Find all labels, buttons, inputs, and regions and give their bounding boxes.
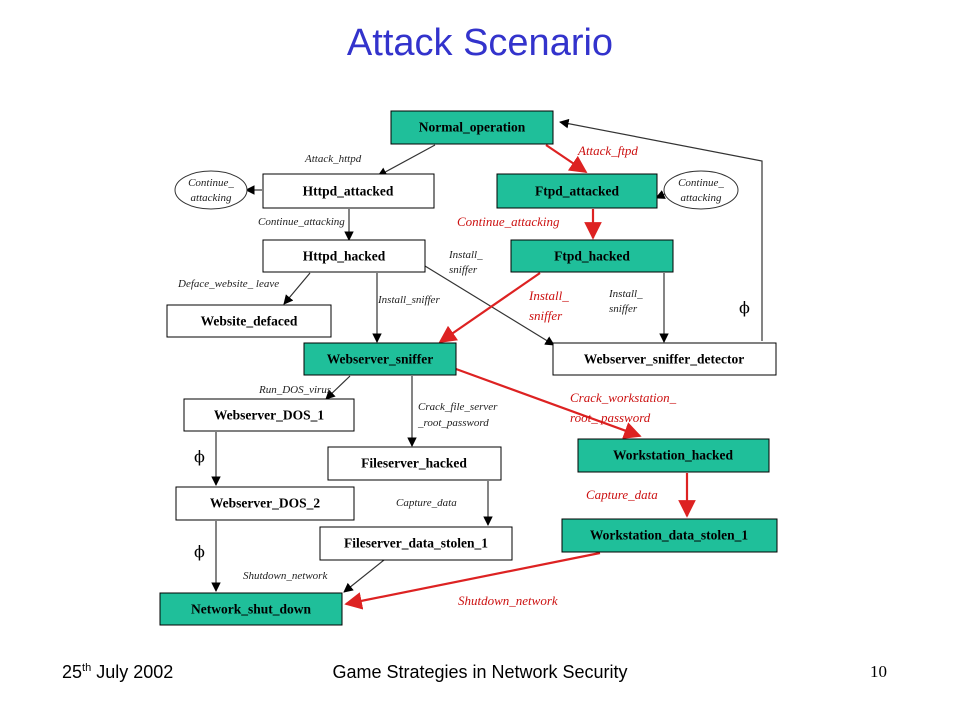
edge-attack-ftpd (545, 144, 588, 173)
node-webserver-dos-2: Webserver_DOS_2 (175, 486, 355, 521)
footer-date-day: 25 (62, 662, 83, 682)
label-deface-website: Deface_website_ leave (177, 278, 279, 290)
node-label: Httpd_hacked (303, 249, 386, 264)
continue-left-l1: Continue_ (188, 177, 234, 189)
label-continue-attacking-ftpd: Continue_attacking (457, 214, 560, 229)
node-label: Ftpd_hacked (554, 249, 630, 264)
edge-install-sniffer-red (438, 272, 541, 343)
node-workstation-data-stolen-1: Workstation_data_stolen_1 (561, 518, 778, 553)
node-label: Workstation_data_stolen_1 (590, 528, 749, 543)
footer-date: 25th July 2002 (62, 662, 173, 683)
continue-attacking-right: Continue_ attacking (663, 170, 739, 210)
edge-run-dos-virus (325, 375, 351, 400)
slide-title: Attack Scenario (346, 22, 614, 64)
edge-shutdown-black (343, 559, 385, 593)
node-network-shut-down: Network_shut_down (159, 592, 343, 626)
label-shutdown-network-red: Shutdown_network (458, 593, 558, 608)
label-install-sniffer-a: Install_ sniffer (448, 249, 485, 276)
label-install-sniffer-red: Install_ sniffer (528, 288, 572, 323)
edge-deface (283, 272, 311, 305)
label-continue-attacking-httpd: Continue_attacking (258, 216, 345, 228)
normal-edges (211, 118, 763, 593)
svg-text:attacking: attacking (191, 192, 232, 204)
node-fileserver-hacked: Fileserver_hacked (327, 446, 502, 481)
node-ftpd-attacked: Ftpd_attacked (496, 173, 658, 209)
footer-page-number: 10 (870, 662, 887, 681)
label-capture-data-ws: Capture_data (586, 487, 658, 502)
footer-date-rest: July 2002 (91, 662, 174, 682)
label-shutdown-network-black: Shutdown_network (243, 570, 328, 582)
node-workstation-hacked: Workstation_hacked (577, 438, 770, 473)
label-install-sniffer-b: Install_ sniffer (608, 288, 645, 315)
node-label: Network_shut_down (191, 602, 312, 617)
edge-phi-feedback (559, 118, 763, 341)
node-label: Httpd_attacked (303, 184, 394, 199)
footer-presentation-title: Game Strategies in Network Security (332, 662, 628, 682)
edge-crack-workstation (455, 367, 642, 439)
label-run-dos-virus: Run_DOS_virus (258, 384, 331, 396)
node-label: Ftpd_attacked (535, 184, 619, 199)
node-label: Webserver_sniffer_detector (584, 352, 744, 367)
continue-attacking-left: Continue_ attacking (174, 170, 248, 210)
continue-right-l1: Continue_ (678, 177, 724, 189)
node-webserver-sniffer-detector: Webserver_sniffer_detector (552, 342, 777, 376)
svg-text:Continue_: Continue_ (188, 177, 234, 189)
attack-edges (344, 144, 696, 610)
label-phi-dos1: ϕ (194, 447, 205, 466)
node-webserver-sniffer: Webserver_sniffer (303, 342, 457, 376)
label-capture-data-file: Capture_data (396, 497, 457, 509)
node-label: Website_defaced (201, 314, 298, 329)
node-label: Webserver_DOS_2 (210, 496, 320, 511)
node-httpd-attacked: Httpd_attacked (262, 173, 435, 209)
node-label: Workstation_hacked (613, 448, 734, 463)
label-crack-file-server: Crack_file_server _root_password (417, 401, 500, 429)
continue-left-l2: attacking (191, 192, 232, 204)
node-label: Normal_operation (419, 120, 526, 135)
svg-text:Continue_: Continue_ (678, 177, 724, 189)
node-label: Fileserver_data_stolen_1 (344, 536, 488, 551)
edge-shutdown-red (344, 551, 601, 610)
node-fileserver-data-stolen-1: Fileserver_data_stolen_1 (319, 526, 513, 561)
label-attack-ftpd: Attack_ftpd (577, 143, 638, 158)
node-label: Webserver_sniffer (327, 352, 433, 367)
node-httpd-hacked: Httpd_hacked (262, 239, 426, 273)
attack-scenario-diagram: Continue_ attacking Continue_ attacking … (159, 110, 778, 626)
node-normal-operation: Normal_operation (390, 110, 554, 145)
label-attack-httpd: Attack_httpd (304, 153, 362, 165)
label-phi-dos2: ϕ (194, 542, 205, 561)
node-webserver-dos-1: Webserver_DOS_1 (183, 398, 355, 432)
label-crack-workstation: Crack_workstation_ root_ password (570, 390, 679, 425)
svg-text:attacking: attacking (681, 192, 722, 204)
node-label: Webserver_DOS_1 (214, 408, 324, 423)
continue-right-l2: attacking (681, 192, 722, 204)
footer-date-suffix: th (82, 662, 92, 674)
node-website-defaced: Website_defaced (166, 304, 332, 338)
label-install-sniffer-c: Install_sniffer (377, 294, 440, 306)
edge-attack-httpd (377, 144, 436, 177)
label-phi-right: ϕ (739, 298, 750, 317)
node-label: Fileserver_hacked (361, 456, 467, 471)
node-ftpd-hacked: Ftpd_hacked (510, 239, 674, 273)
edge-install-sniffer-a (424, 265, 555, 346)
